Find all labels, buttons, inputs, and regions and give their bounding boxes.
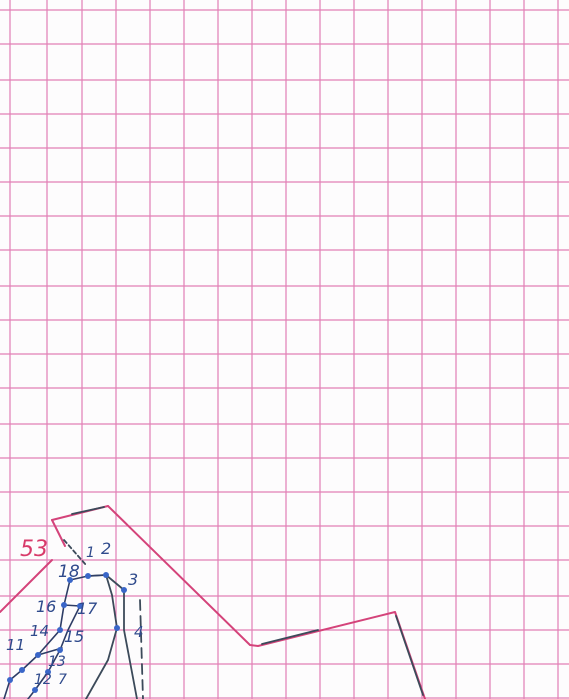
point-label-3: 3 — [128, 570, 138, 589]
annotation-label: 53 — [20, 537, 48, 562]
point-marker — [57, 647, 63, 653]
point-label-4: 4 — [134, 623, 144, 641]
point-label-16: 16 — [36, 597, 56, 616]
point-marker — [121, 587, 127, 593]
point-marker — [61, 602, 67, 608]
point-label-11: 11 — [6, 636, 25, 654]
point-label-1: 1 — [86, 545, 95, 561]
point-label-14: 14 — [30, 622, 49, 640]
point-marker — [57, 627, 63, 633]
point-marker — [85, 573, 91, 579]
point-marker — [103, 572, 109, 578]
point-label-18: 18 — [58, 562, 80, 582]
point-marker — [114, 625, 120, 631]
point-marker — [35, 652, 41, 658]
point-label-7: 7 — [58, 672, 67, 688]
point-marker — [19, 667, 25, 673]
point-label-15: 15 — [64, 627, 84, 646]
point-marker — [7, 677, 13, 683]
point-label-12: 12 — [34, 672, 52, 688]
point-label-2: 2 — [101, 539, 111, 558]
point-label-17: 17 — [77, 599, 98, 618]
point-label-13: 13 — [48, 654, 66, 670]
